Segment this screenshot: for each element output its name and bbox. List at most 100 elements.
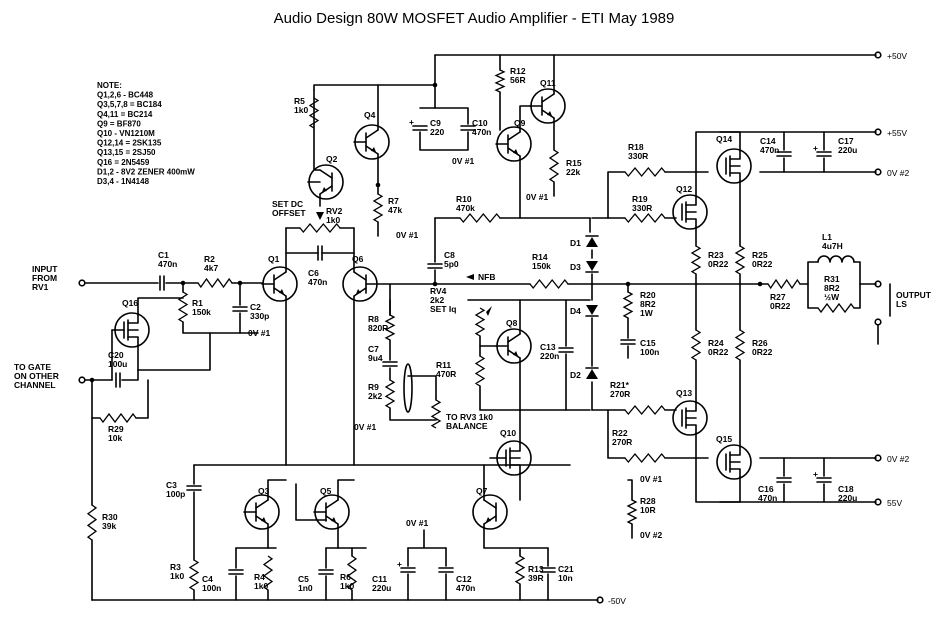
c8-label-line-1: C8 xyxy=(444,250,455,260)
terminal-minus55 xyxy=(874,498,882,506)
note-line-11: D3,4 - 1N4148 xyxy=(97,177,150,186)
c5-label-line-2: 1n0 xyxy=(298,583,313,593)
0v1-label-a: 0V #1 xyxy=(248,328,270,338)
q16-jfet xyxy=(114,312,150,348)
c3-capacitor xyxy=(186,485,202,491)
r8-resistor xyxy=(384,314,396,341)
drain-lead xyxy=(729,446,741,456)
source-lead xyxy=(127,336,139,346)
transistor-body xyxy=(472,494,508,530)
rv4-resistor xyxy=(474,307,486,337)
r18-label-line-2: 330R xyxy=(628,151,648,161)
0v1-label-e: 0V #1 xyxy=(354,422,376,432)
r18-label-line-1: R18 xyxy=(628,142,644,152)
ov-pair-label-line-1: 0V #1 xyxy=(640,474,662,484)
c9-wire xyxy=(419,84,436,109)
rail-label-0v2-top: 0V #2 xyxy=(887,168,909,178)
output-terminal-hot xyxy=(874,280,882,288)
c7-label-line-1: C7 xyxy=(368,344,379,354)
r19-label-line-1: R19 xyxy=(632,194,648,204)
c18-label-line-2: 220u xyxy=(838,493,857,503)
note-line-4: Q4,11 = BC214 xyxy=(97,110,153,119)
r1-resistor xyxy=(177,291,189,323)
r31-label-line-2: 8R2 xyxy=(824,283,840,293)
output-label-line-1: OUTPUT xyxy=(896,290,932,300)
transistor-body xyxy=(244,494,280,530)
r29-left xyxy=(91,379,101,419)
note-line-5: Q9 = BF870 xyxy=(97,119,141,128)
q16-label: Q16 xyxy=(122,298,138,308)
c17-label-line-1: C17 xyxy=(838,136,854,146)
c20-label-line-2: 100u xyxy=(108,359,127,369)
c13-capacitor xyxy=(558,347,574,353)
nfb-label: NFB xyxy=(478,272,495,282)
q9-collector xyxy=(519,105,531,133)
rv4-label-line-2: 2k2 xyxy=(430,295,444,305)
mosfet-body xyxy=(716,148,752,184)
r3-label-line-2: 1k0 xyxy=(170,571,184,581)
r25-label-line-1: R25 xyxy=(752,250,768,260)
balance-wire xyxy=(407,375,437,401)
c11-label-line-2: 220u xyxy=(372,583,391,593)
emitter-arrow xyxy=(279,289,284,294)
r11-resistor xyxy=(474,355,486,387)
r3-resistor xyxy=(188,559,200,591)
0v1-label-b: 0V #1 xyxy=(396,230,418,240)
r1-label-line-2: 150k xyxy=(192,307,211,317)
r30-label-line-1: R30 xyxy=(102,512,118,522)
r26-label-line-1: R26 xyxy=(752,338,768,348)
r22-label-line-2: 270R xyxy=(612,437,632,447)
c12-label-line-2: 470n xyxy=(456,583,475,593)
transistor-body xyxy=(496,328,532,364)
gate-terminal xyxy=(78,376,86,384)
q14-label: Q14 xyxy=(716,134,732,144)
source-lead xyxy=(685,218,697,228)
mosfet-body xyxy=(716,444,752,480)
set-dc-label-line-1: SET DC xyxy=(272,199,303,209)
rv2-wiper-arrow xyxy=(316,212,324,220)
r4-label-line-1: R4 xyxy=(254,572,265,582)
balance-label-line-1: TO RV3 1k0 xyxy=(446,412,493,422)
r3-label-line-1: R3 xyxy=(170,562,181,572)
input-terminal xyxy=(78,279,86,287)
d2-label: D2 xyxy=(570,370,581,380)
r24-resistor xyxy=(690,329,702,361)
r21-label-line-2: 270R xyxy=(610,389,630,399)
mosfet-body xyxy=(496,440,532,476)
r9-label-line-2: 2k2 xyxy=(368,391,382,401)
emitter-arrow xyxy=(486,517,491,522)
q10-mosfet xyxy=(496,440,532,476)
plus-sign: + xyxy=(813,143,818,153)
c2-label-line-1: C2 xyxy=(250,302,261,312)
collector-lead xyxy=(483,499,497,509)
r11-label-line-1: R11 xyxy=(436,360,451,370)
wire xyxy=(295,483,327,521)
c3-label-line-2: 100p xyxy=(166,489,185,499)
c20-capacitor xyxy=(115,372,121,388)
q4-transistor xyxy=(354,124,390,160)
c15-capacitor xyxy=(620,339,636,345)
emitter-arrow xyxy=(513,149,518,154)
wire xyxy=(267,479,287,501)
c2-label-line-2: 330p xyxy=(250,311,269,321)
wire xyxy=(337,479,355,501)
q15-label: Q15 xyxy=(716,434,732,444)
rail-label-plus55: +55V xyxy=(887,128,907,138)
d1-label: D1 xyxy=(570,238,581,248)
q6-transistor xyxy=(342,266,378,302)
r21-label-line-1: R21* xyxy=(610,380,630,390)
c10-top xyxy=(434,107,469,125)
c14-label-line-2: 470n xyxy=(760,145,779,155)
c10-capacitor xyxy=(460,125,476,131)
collector-lead xyxy=(325,499,339,509)
r29-label-line-1: R29 xyxy=(108,424,124,434)
r9-label-line-1: R9 xyxy=(368,382,379,392)
rv2-label-line-1: RV2 xyxy=(326,206,343,216)
transistor-body xyxy=(308,164,344,200)
wire xyxy=(627,479,633,501)
r12-label-line-1: R12 xyxy=(510,66,526,76)
rail-label-minus50: -50V xyxy=(608,596,626,606)
rv4-to-q8 xyxy=(479,335,497,347)
r8-label-line-2: 820R xyxy=(368,323,388,333)
q2-transistor xyxy=(308,164,344,200)
